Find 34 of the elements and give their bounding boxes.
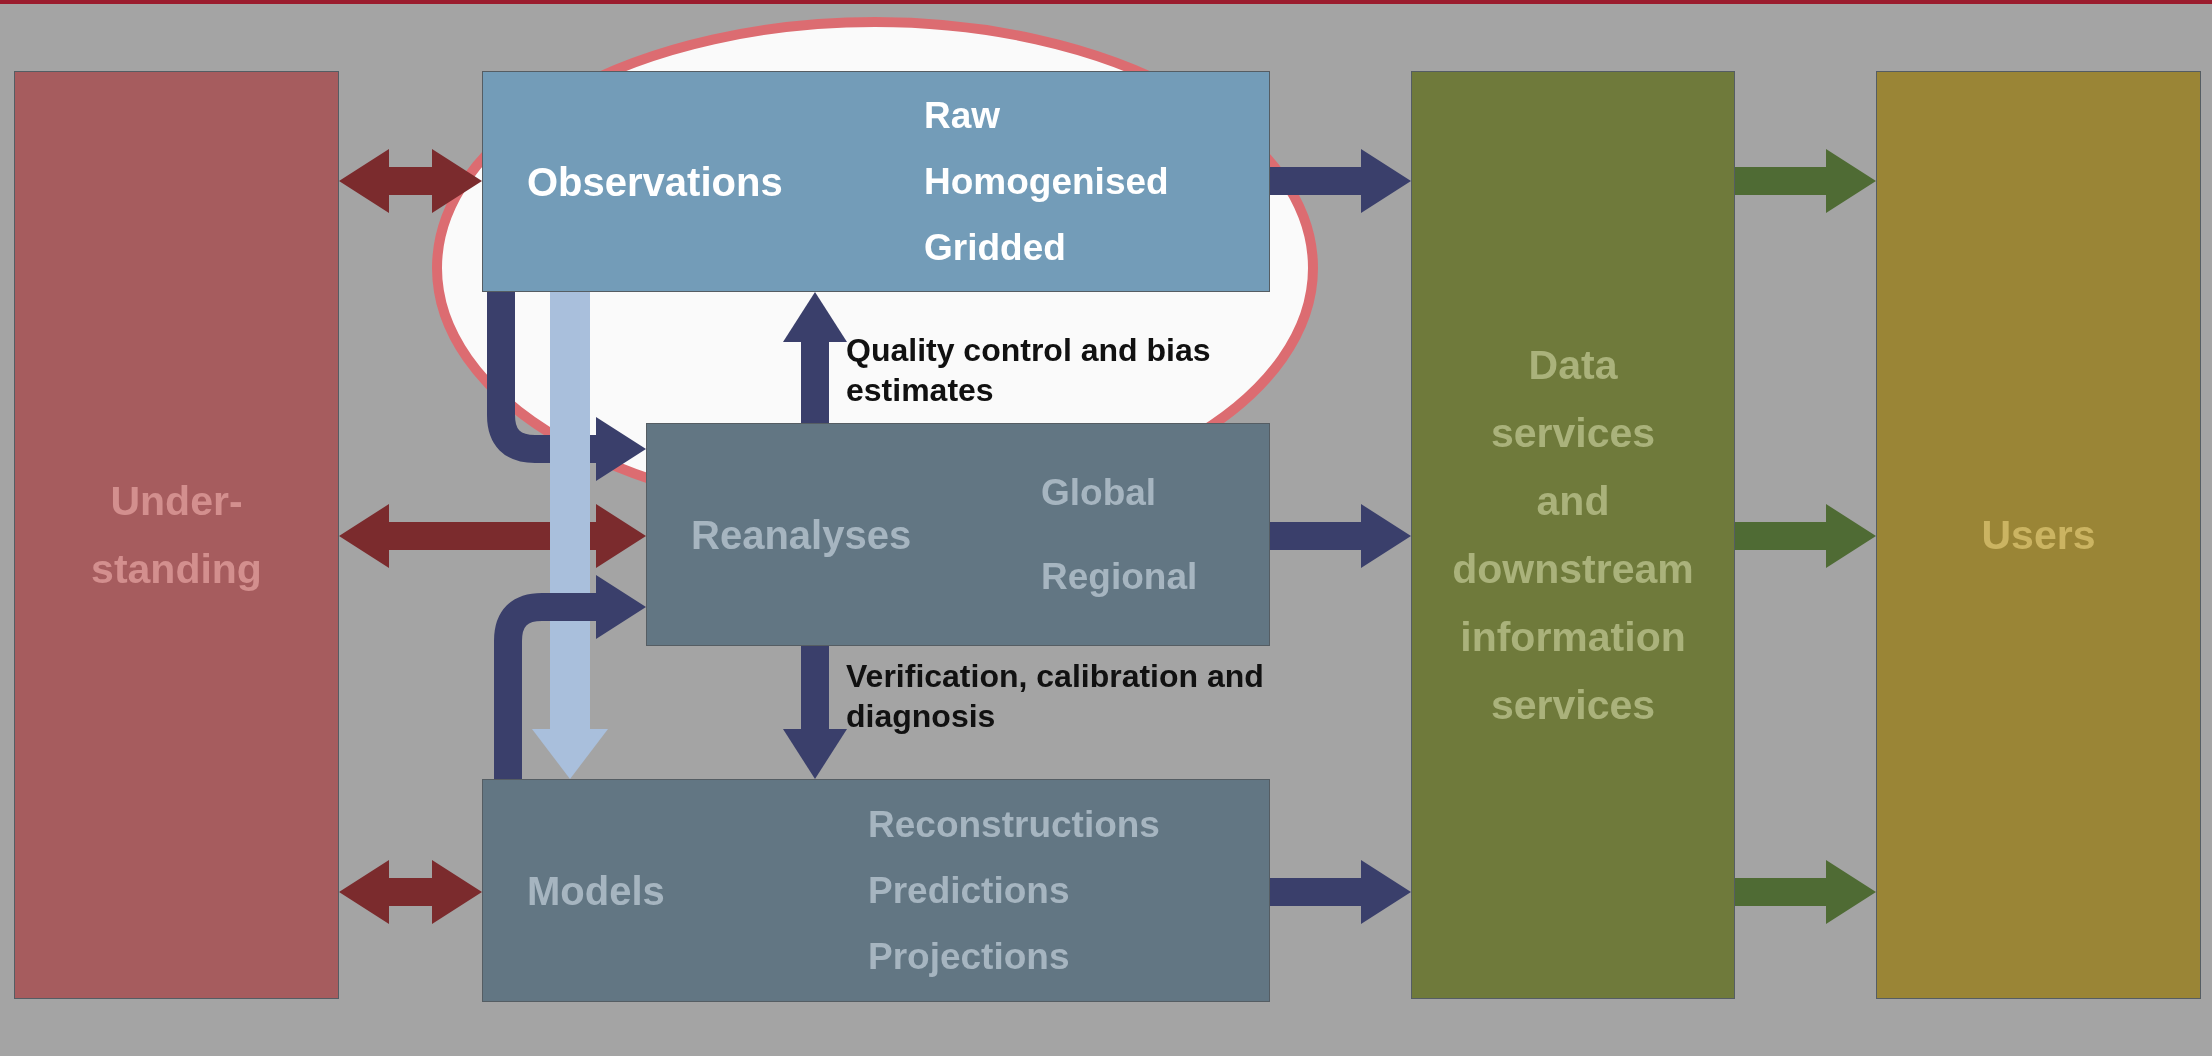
list-item: Global bbox=[1041, 470, 1158, 515]
arrow bbox=[339, 149, 482, 213]
arrow bbox=[1735, 149, 1876, 213]
list-item: Gridded bbox=[924, 225, 1067, 270]
list-item: Homogenised bbox=[924, 159, 1169, 204]
list-item: Projections bbox=[868, 934, 1071, 979]
box-title: Reanalyses bbox=[691, 511, 912, 559]
arrow bbox=[1735, 860, 1876, 924]
list-item: Raw bbox=[924, 93, 1002, 138]
process-box bbox=[646, 423, 1270, 646]
arrow bbox=[783, 292, 847, 423]
box-title: Observations bbox=[527, 158, 783, 206]
column-title: Data services and downstream information services bbox=[1452, 341, 1694, 730]
list-item: Regional bbox=[1041, 554, 1198, 599]
process-box bbox=[482, 71, 1270, 292]
edge-label: Quality control and bias estimates bbox=[846, 331, 1212, 410]
arrow bbox=[1735, 504, 1876, 568]
column-box bbox=[1411, 71, 1735, 999]
list-item: Reconstructions bbox=[868, 802, 1160, 847]
arrow bbox=[339, 860, 482, 924]
arrow bbox=[1270, 504, 1411, 568]
process-box bbox=[482, 779, 1270, 1002]
arrow bbox=[1270, 860, 1411, 924]
column-box bbox=[1876, 71, 2201, 999]
arrow bbox=[487, 292, 646, 481]
edge-label: Verification, calibration and diagnosis bbox=[846, 657, 1265, 736]
list-item: Predictions bbox=[868, 868, 1071, 913]
arrow bbox=[783, 646, 847, 779]
arrow bbox=[532, 292, 608, 779]
arrow bbox=[494, 575, 646, 779]
box-title: Models bbox=[527, 867, 665, 915]
column-box bbox=[14, 71, 339, 999]
arrow bbox=[1270, 149, 1411, 213]
arrow bbox=[339, 504, 646, 568]
